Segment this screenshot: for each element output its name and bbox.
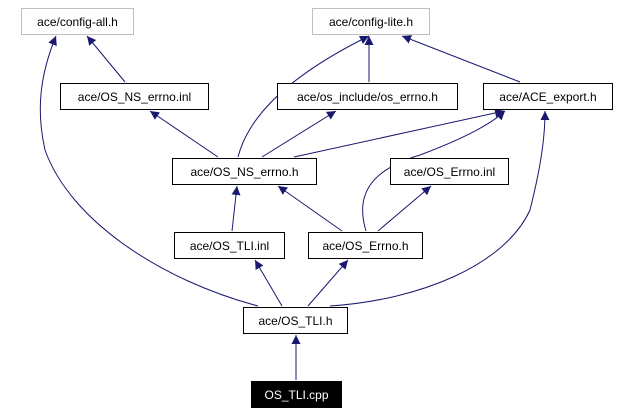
node-os-tli-cpp: OS_TLI.cpp	[251, 381, 342, 408]
node-label: ace/OS_TLI.h	[258, 314, 332, 328]
nodes-layer: ace/config-all.h ace/config-lite.h ace/OS_…	[21, 8, 613, 408]
node-box	[312, 8, 430, 35]
edge-os_tli_h-to-config_all	[39, 35, 259, 307]
edge-os_errno_h-to-ns_errno_h	[277, 185, 343, 232]
edge-os_errno_h-to-ace_export	[362, 110, 506, 232]
node-box	[308, 232, 423, 259]
node-os-tli-h[interactable]: ace/OS_TLI.h	[243, 307, 348, 334]
node-label: ace/OS_Errno.inl	[404, 165, 495, 179]
node-label: ace/os_include/os_errno.h	[297, 90, 438, 104]
edge-os_tli_inl-to-ns_errno_h	[231, 185, 241, 232]
node-ace-export[interactable]: ace/ACE_export.h	[483, 83, 613, 110]
node-label: ace/OS_NS_errno.inl	[78, 90, 191, 104]
node-os-errno-h[interactable]: ace/OS_Errno.h	[308, 232, 423, 259]
edge-ns_errno_h-to-ns_errno_inl	[149, 110, 219, 158]
node-os-tli-inl[interactable]: ace/OS_TLI.inl	[174, 232, 285, 259]
node-os-include-errno[interactable]: ace/os_include/os_errno.h	[277, 83, 458, 110]
node-label: ace/ACE_export.h	[499, 90, 596, 104]
node-config-all[interactable]: ace/config-all.h	[21, 8, 134, 35]
node-box	[251, 381, 342, 408]
node-box	[174, 232, 285, 259]
edge-ns_errno_h-to-ace_export	[293, 108, 505, 158]
node-label: OS_TLI.cpp	[264, 388, 328, 402]
edge-os_tli_h-to-ace_export	[329, 110, 550, 307]
edge-os_tli_h-to-os_tli_inl	[254, 259, 283, 307]
node-box	[277, 83, 458, 110]
node-box	[390, 158, 509, 185]
node-label: ace/OS_TLI.inl	[190, 239, 269, 253]
node-label: ace/config-lite.h	[329, 15, 413, 29]
edge-os_errno_h-to-os_errno_inl	[377, 185, 432, 232]
node-label: ace/config-all.h	[37, 15, 118, 29]
node-box	[243, 307, 348, 334]
edge-os_tli_h-to-os_errno_h	[307, 259, 349, 307]
edge-ns_errno_h-to-os_include_errno	[261, 110, 337, 158]
node-box	[21, 8, 134, 35]
edges-layer	[39, 35, 550, 380]
node-box	[483, 83, 613, 110]
node-label: ace/OS_Errno.h	[322, 239, 408, 253]
node-ns-errno-inl[interactable]: ace/OS_NS_errno.inl	[60, 83, 209, 110]
node-ns-errno-h[interactable]: ace/OS_NS_errno.h	[172, 158, 317, 185]
node-config-lite[interactable]: ace/config-lite.h	[312, 8, 430, 35]
node-os-errno-inl[interactable]: ace/OS_Errno.inl	[390, 158, 509, 185]
edge-ace_export-to-config_lite	[401, 35, 521, 83]
node-label: ace/OS_NS_errno.h	[190, 165, 298, 179]
node-box	[172, 158, 317, 185]
node-box	[60, 83, 209, 110]
edge-ns_errno_inl-to-config_all	[86, 35, 126, 83]
